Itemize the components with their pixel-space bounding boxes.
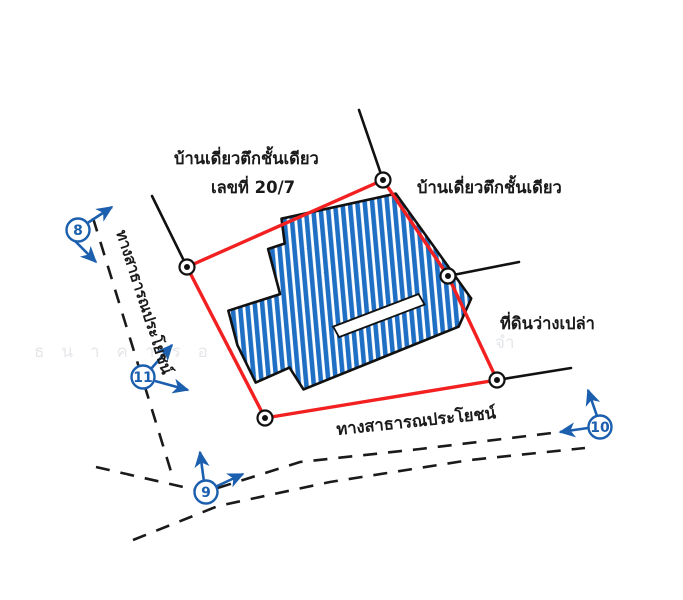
corner-marker-southeast: [488, 371, 506, 389]
marker-10-label: 10: [590, 420, 610, 436]
direction-marker-10[interactable]: 10: [558, 388, 613, 440]
marker-10-arrow-left: [558, 422, 589, 438]
road-dash-left-outer: [91, 217, 175, 479]
marker-10-arrow-up: [585, 388, 601, 417]
public-road-dashed-lines: [91, 217, 586, 542]
spur-north: [357, 108, 385, 182]
parcel-corner-markers: [178, 171, 506, 427]
corner-marker-southwest: [256, 409, 274, 427]
road-dash-south-lower: [132, 446, 586, 542]
parcel-boundary-line: [185, 178, 499, 420]
marker-9-arrow-up: [194, 450, 210, 483]
label-house-top-left-line1: บ้านเดี่ยวตึกชั้นเดียว: [174, 146, 319, 168]
parcel-boundary: [185, 178, 499, 420]
direction-marker-9[interactable]: 9: [193, 450, 245, 505]
building-interior-slot: [331, 292, 426, 339]
neighbour-boundary-spurs: [150, 108, 573, 382]
marker-8-label: 8: [73, 223, 83, 239]
marker-9-circle: [193, 479, 219, 505]
direction-marker-8[interactable]: 8: [65, 205, 114, 264]
building-outline: [227, 192, 473, 391]
marker-8-arrow-upright: [85, 205, 114, 226]
marker-11-circle: [130, 364, 156, 390]
direction-marker-11[interactable]: 11: [130, 343, 190, 394]
corner-marker-north: [374, 171, 392, 189]
marker-8-arrow-downright: [73, 239, 98, 264]
marker-11-label: 11: [133, 370, 152, 386]
road-dash-south-upper: [95, 430, 561, 494]
spur-northwest: [150, 194, 189, 269]
spur-east: [446, 260, 521, 278]
building-footprint: [227, 192, 473, 391]
label-vacant-land: ที่ดินว่างเปล่า: [500, 311, 595, 333]
watermark-right: จำ: [495, 333, 532, 353]
marker-10-circle: [587, 414, 613, 440]
marker-9-arrow-upright: [214, 472, 245, 489]
label-house-top-right: บ้านเดี่ยวตึกชั้นเดียว: [417, 175, 562, 197]
corner-marker-east: [439, 267, 457, 285]
spur-southeast: [495, 366, 573, 382]
marker-11-arrow-upright: [149, 343, 174, 371]
marker-8-circle: [65, 217, 91, 243]
marker-11-arrow-right: [154, 378, 190, 394]
marker-9-label: 9: [201, 485, 211, 501]
label-house-top-left-line2: เลขที่ 20/7: [211, 175, 295, 197]
corner-marker-west: [178, 258, 196, 276]
